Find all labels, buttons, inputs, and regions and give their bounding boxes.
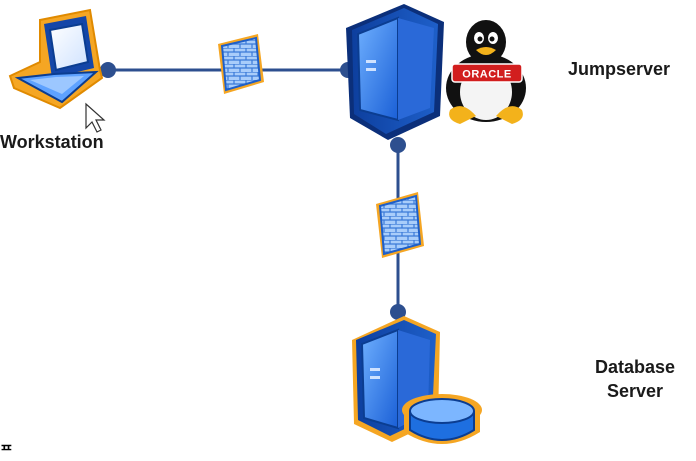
linux-penguin-icon: ORACLE xyxy=(446,20,526,124)
corner-glyph: ᄑ xyxy=(0,444,13,460)
oracle-badge-text: ORACLE xyxy=(462,69,511,81)
database-server-icon[interactable] xyxy=(352,316,482,444)
database-server-label-line2: Server xyxy=(606,381,664,401)
workstation-label: Workstation xyxy=(0,132,104,152)
server-tower-icon[interactable] xyxy=(346,4,444,140)
firewall-icon xyxy=(376,192,424,258)
laptop-icon[interactable] xyxy=(8,8,104,110)
database-server-label: Database Server xyxy=(570,355,696,403)
jumpserver-label: Jumpserver xyxy=(568,59,671,79)
mouse-cursor-icon xyxy=(85,102,106,133)
database-server-label-line1: Database xyxy=(594,357,676,377)
firewall-icon xyxy=(218,34,264,94)
